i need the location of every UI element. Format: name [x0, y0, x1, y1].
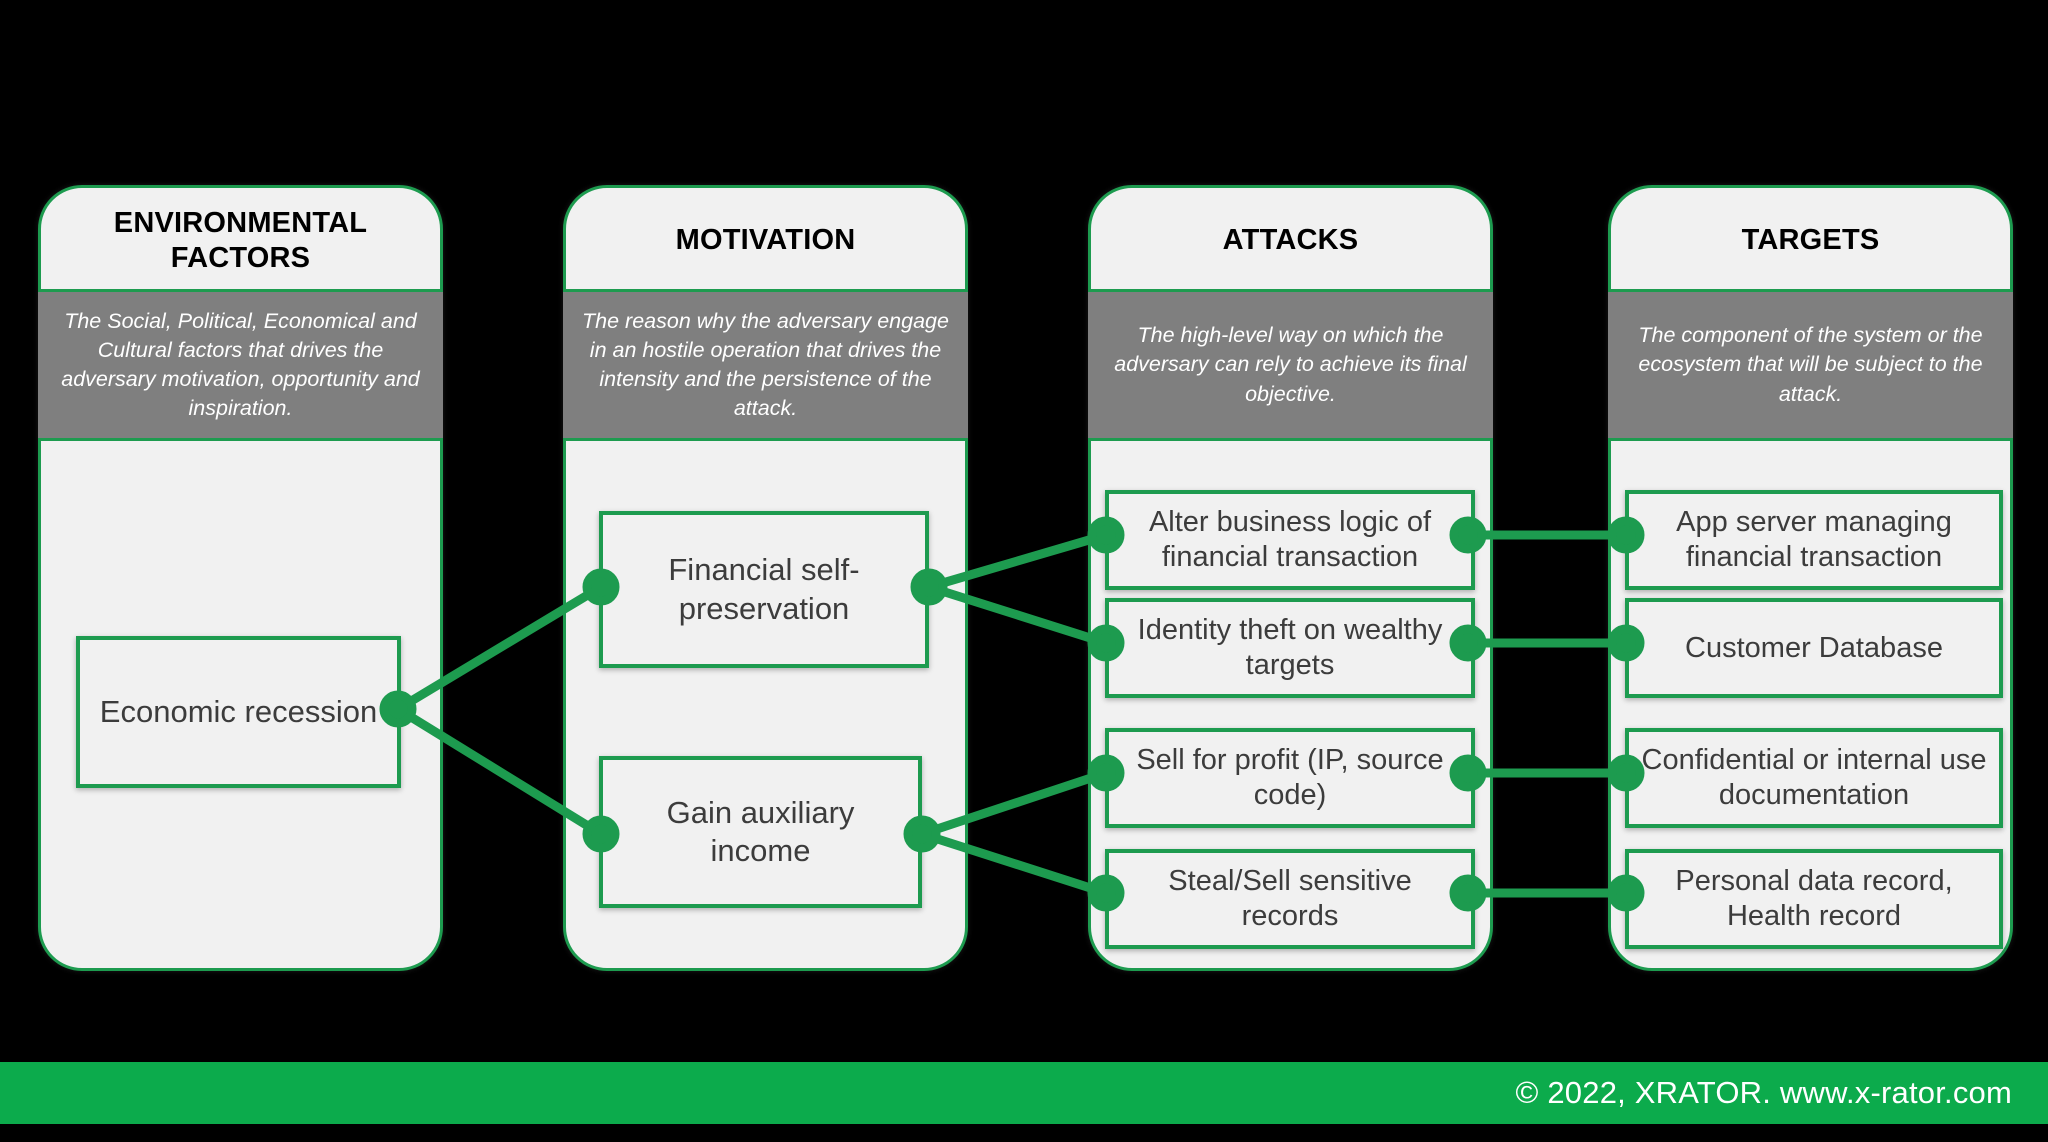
node-identity-theft[interactable]: Identity theft on wealthy targets: [1105, 598, 1475, 698]
column-attacks: ATTACKS The high-level way on which the …: [1088, 185, 1493, 971]
node-sell-for-profit[interactable]: Sell for profit (IP, source code): [1105, 728, 1475, 828]
node-app-server[interactable]: App server managing financial transactio…: [1625, 490, 2003, 590]
node-customer-database[interactable]: Customer Database: [1625, 598, 2003, 698]
footer-bar: © 2022, XRATOR. www.x-rator.com: [0, 1062, 2048, 1124]
column-description-attacks: The high-level way on which the adversar…: [1088, 289, 1493, 441]
column-description-environmental-factors: The Social, Political, Economical and Cu…: [38, 289, 443, 441]
node-steal-sell-records[interactable]: Steal/Sell sensitive records: [1105, 849, 1475, 949]
column-targets: TARGETS The component of the system or t…: [1608, 185, 2013, 971]
column-description-targets: The component of the system or the ecosy…: [1608, 289, 2013, 441]
node-alter-business-logic[interactable]: Alter business logic of financial transa…: [1105, 490, 1475, 590]
node-economic-recession[interactable]: Economic recession: [76, 636, 401, 788]
column-title-motivation: MOTIVATION: [675, 224, 856, 257]
column-description-motivation: The reason why the adversary engage in a…: [563, 289, 968, 441]
column-title-environmental-factors: ENVIRONMENTAL FACTORS: [113, 207, 368, 274]
column-environmental-factors: ENVIRONMENTAL FACTORS The Social, Politi…: [38, 185, 443, 971]
node-financial-self-preservation[interactable]: Financial self-preservation: [599, 511, 929, 668]
node-personal-health-record[interactable]: Personal data record, Health record: [1625, 849, 2003, 949]
column-title-targets: TARGETS: [1741, 224, 1880, 257]
column-title-attacks: ATTACKS: [1222, 224, 1359, 257]
node-gain-auxiliary-income[interactable]: Gain auxiliary income: [599, 756, 922, 908]
copyright-text: © 2022, XRATOR. www.x-rator.com: [1515, 1075, 2012, 1110]
column-motivation: MOTIVATION The reason why the adversary …: [563, 185, 968, 971]
node-confidential-docs[interactable]: Confidential or internal use documentati…: [1625, 728, 2003, 828]
